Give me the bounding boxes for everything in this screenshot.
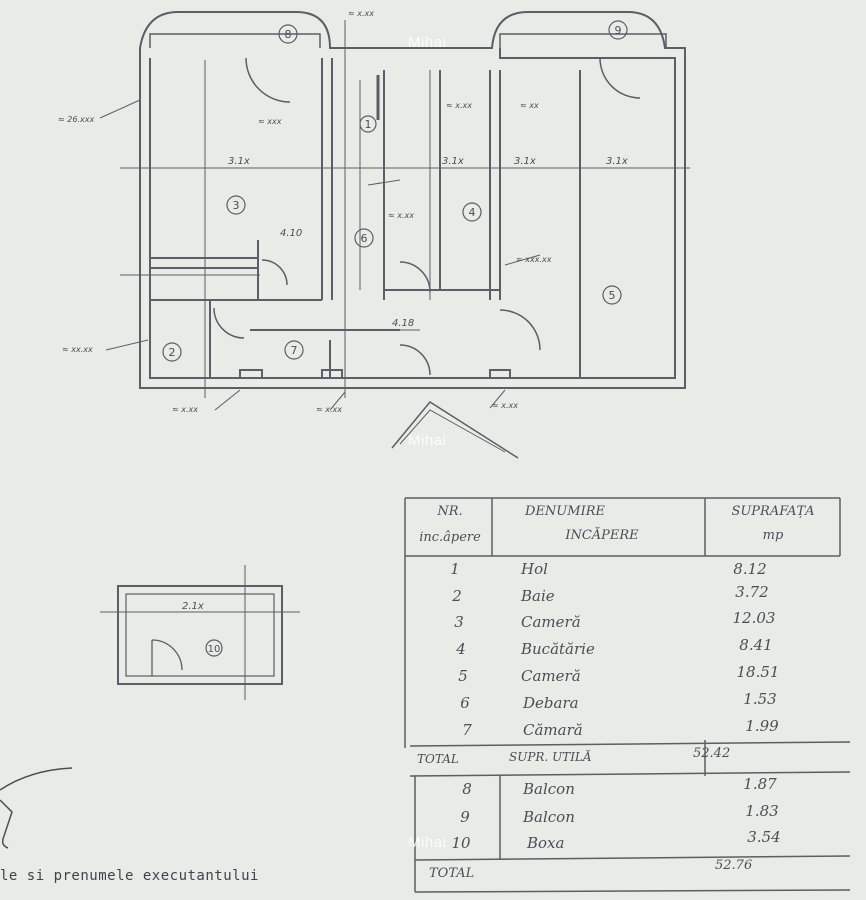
row-area: 3.72 xyxy=(735,583,769,601)
executant-name-caption: le si prenumele executantului xyxy=(0,868,259,884)
room-label: 5 xyxy=(609,289,616,302)
row-name: Cameră xyxy=(521,613,581,631)
row-name: Hol xyxy=(521,560,548,578)
area-table-grid xyxy=(404,497,851,893)
row-name: Boxa xyxy=(527,834,565,852)
dim-label: 3.1x xyxy=(606,156,628,167)
watermark: Mihai xyxy=(408,34,447,51)
svg-text:≈ xxx: ≈ xxx xyxy=(258,117,282,126)
col-header-denumire: DENUMIRE xyxy=(525,504,605,519)
svg-text:≈ xx: ≈ xx xyxy=(520,101,539,110)
row-area: 8.41 xyxy=(739,636,773,654)
col-header-nr-sub: inc.âpere xyxy=(419,530,481,545)
col-header-incapere: INCĂPERE xyxy=(565,528,639,543)
total-useful-value: 52.42 xyxy=(693,746,731,761)
svg-text:≈ xx.xx: ≈ xx.xx xyxy=(62,345,93,354)
room-label: 6 xyxy=(361,232,368,245)
storage-box-plan xyxy=(100,565,300,700)
row-nr: 7 xyxy=(462,721,472,739)
row-area: 1.87 xyxy=(743,775,777,793)
row-name: Cameră xyxy=(521,667,581,685)
room-label: 9 xyxy=(615,24,622,37)
row-nr: 1 xyxy=(450,560,460,578)
row-name: Balcon xyxy=(523,780,575,798)
row-name: Bucătărie xyxy=(521,640,595,658)
svg-text:≈ 26.xxx: ≈ 26.xxx xyxy=(58,115,94,124)
svg-text:≈ xxx.xx: ≈ xxx.xx xyxy=(516,255,552,264)
total-useful-label: TOTAL xyxy=(417,752,459,766)
row-nr: 5 xyxy=(458,667,468,685)
svg-text:≈ x.xx: ≈ x.xx xyxy=(492,401,518,410)
row-nr: 6 xyxy=(460,694,470,712)
row-area: 1.53 xyxy=(743,690,777,708)
row-area: 1.99 xyxy=(745,717,779,735)
row-name: Balcon xyxy=(523,808,575,826)
row-nr: 2 xyxy=(452,587,462,605)
col-header-mp: mp xyxy=(762,528,784,543)
row-name: Cămară xyxy=(523,721,583,739)
dim-label: 3.1x xyxy=(228,156,250,167)
row-area: 18.51 xyxy=(736,663,780,681)
room-label: 10 xyxy=(208,644,221,655)
row-nr: 9 xyxy=(460,808,470,826)
col-header-nr: NR. xyxy=(437,504,463,519)
svg-text:≈ x.xx: ≈ x.xx xyxy=(446,101,472,110)
room-label: 8 xyxy=(285,28,292,41)
row-area: 1.83 xyxy=(745,802,779,820)
svg-text:≈ x.xx: ≈ x.xx xyxy=(388,211,414,220)
total-label: TOTAL xyxy=(429,866,475,881)
room-label: 3 xyxy=(233,199,240,212)
dim-label: 4.18 xyxy=(392,318,414,329)
row-name: Baie xyxy=(521,587,555,605)
row-area: 12.03 xyxy=(732,609,776,627)
watermark: Mihai xyxy=(408,834,447,851)
row-nr: 3 xyxy=(454,613,464,631)
row-nr: 4 xyxy=(456,640,466,658)
row-area: 3.54 xyxy=(747,828,781,846)
dim-label: 4.10 xyxy=(280,228,302,239)
svg-text:≈ x.xx: ≈ x.xx xyxy=(316,405,342,414)
col-header-suprafata: SUPRAFAȚA xyxy=(731,504,815,519)
watermark: Mihai xyxy=(408,432,447,449)
dim-label: 3.1x xyxy=(442,156,464,167)
row-area: 8.12 xyxy=(733,560,767,578)
row-name: Debara xyxy=(523,694,579,712)
dim-label: 3.1x xyxy=(514,156,536,167)
svg-text:≈ x.xx: ≈ x.xx xyxy=(172,405,198,414)
dim-label: 2.1x xyxy=(182,601,204,612)
row-nr: 8 xyxy=(462,780,472,798)
room-label: 4 xyxy=(469,206,476,219)
room-label: 7 xyxy=(291,344,298,357)
area-table: NR. inc.âpere DENUMIRE INCĂPERE SUPRAFAȚ… xyxy=(405,496,841,892)
total-useful-mid: SUPR. UTILĂ xyxy=(509,750,592,764)
row-nr: 10 xyxy=(451,834,471,852)
total-value: 52.76 xyxy=(715,858,753,873)
room-label: 1 xyxy=(365,118,372,131)
room-label: 2 xyxy=(169,346,176,359)
svg-text:≈ x.xx: ≈ x.xx xyxy=(348,9,374,18)
outer-wall xyxy=(139,11,686,389)
